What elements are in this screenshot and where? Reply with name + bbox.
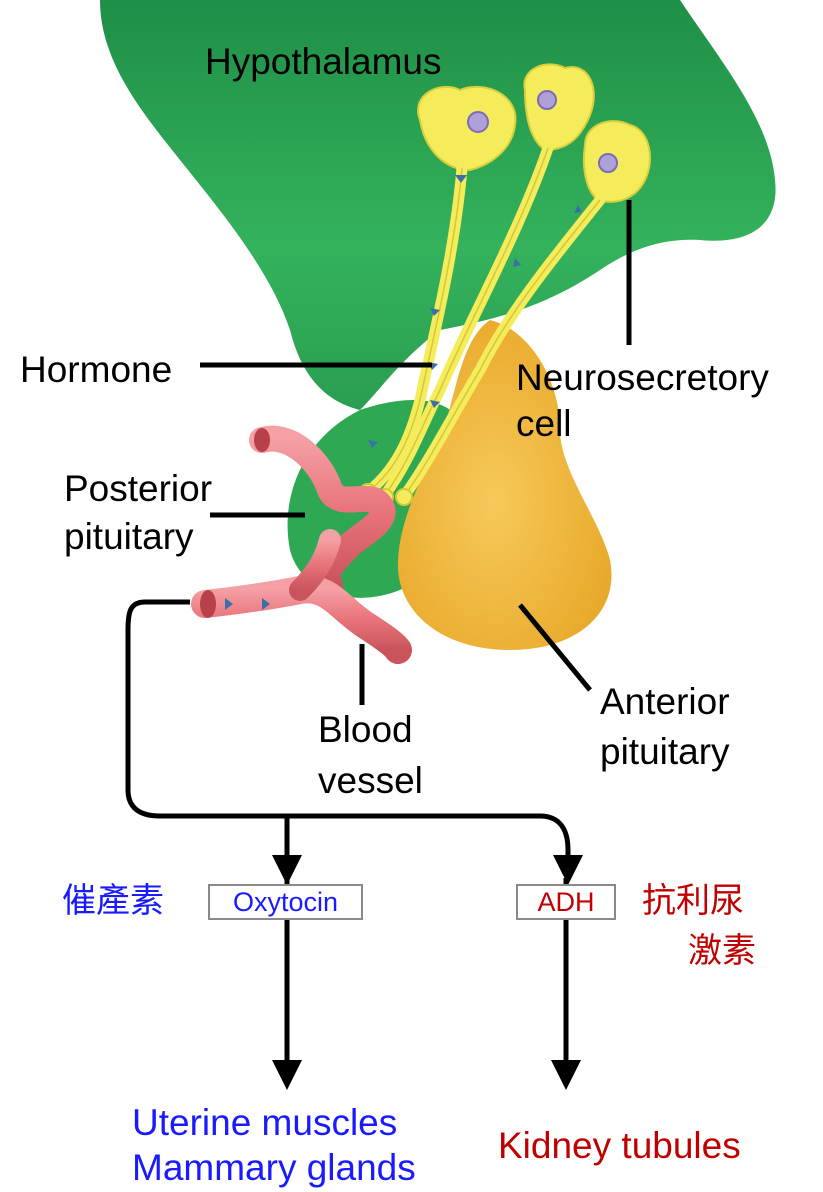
- hormone-label: Hormone: [20, 346, 172, 394]
- nucleus-1: [468, 112, 488, 132]
- axon-terminal-3: [396, 489, 412, 505]
- posterior-pituitary-label-line2: pituitary: [64, 513, 194, 561]
- oxytocin-target-1: Uterine muscles: [132, 1099, 397, 1147]
- oxytocin-box: Oxytocin: [208, 884, 363, 920]
- flow-arrows: [128, 602, 568, 1075]
- vessel-opening-upper: [254, 428, 270, 452]
- oxytocin-chinese-label: 催產素: [62, 877, 164, 925]
- vessel-opening: [200, 590, 216, 618]
- oxytocin-target-2: Mammary glands: [132, 1144, 416, 1192]
- adh-chinese-label-line1: 抗利尿: [642, 877, 744, 925]
- nucleus-3: [599, 154, 617, 172]
- adh-chinese-label-line2: 激素: [688, 927, 756, 975]
- neurosecretory-label-line1: Neurosecretory: [516, 354, 769, 402]
- anterior-pituitary-label-line1: Anterior: [600, 678, 730, 726]
- nucleus-2: [538, 91, 556, 109]
- posterior-pituitary-label-line1: Posterior: [64, 465, 212, 513]
- hypothalamus-label: Hypothalamus: [205, 38, 442, 86]
- anterior-pituitary-label-line2: pituitary: [600, 728, 730, 776]
- blood-vessel-label-line2: vessel: [318, 757, 423, 805]
- adh-box: ADH: [516, 884, 616, 920]
- neurosecretory-label-line2: cell: [516, 400, 572, 448]
- adh-target: Kidney tubules: [498, 1122, 741, 1170]
- blood-vessel-label-line1: Blood: [318, 706, 413, 754]
